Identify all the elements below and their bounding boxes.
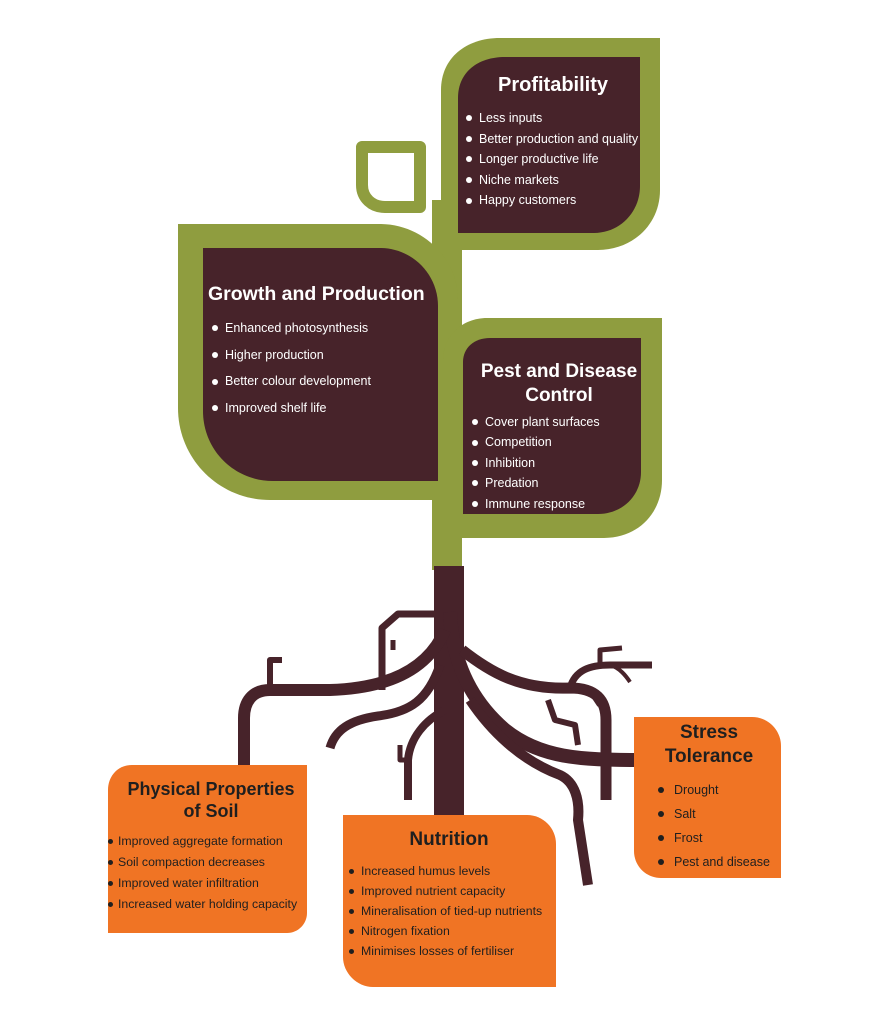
pest-list: Cover plant surfaces Competition Inhibit… bbox=[470, 412, 648, 514]
stress-list: Drought Salt Frost Pest and disease bbox=[636, 778, 782, 874]
list-item: Nitrogen fixation bbox=[349, 922, 554, 942]
growth-list: Enhanced photosynthesis Higher productio… bbox=[200, 315, 432, 422]
stress-box bbox=[634, 717, 781, 878]
list-item: Better colour development bbox=[212, 368, 432, 395]
list-item: Less inputs bbox=[466, 108, 644, 129]
soil-title: Physical Properties of Soil bbox=[108, 778, 314, 822]
list-item: Improved shelf life bbox=[212, 395, 432, 422]
growth-title: Growth and Production bbox=[208, 283, 425, 305]
soil-title-line1: Physical Properties bbox=[127, 779, 295, 799]
list-item: Niche markets bbox=[466, 170, 644, 191]
list-item: Enhanced photosynthesis bbox=[212, 315, 432, 342]
pest-title-line2: Control bbox=[525, 385, 593, 406]
nutrition-panel: Nutrition Increased humus levels Improve… bbox=[344, 827, 554, 962]
stress-panel: Stress Tolerance Drought Salt Frost Pest… bbox=[636, 721, 782, 874]
pest-panel: Pest and Disease Control Cover plant sur… bbox=[470, 360, 648, 514]
list-item: Longer productive life bbox=[466, 149, 644, 170]
nutrition-title: Nutrition bbox=[409, 829, 489, 850]
pest-title: Pest and Disease Control bbox=[470, 360, 648, 408]
list-item: Improved water infiltration bbox=[108, 873, 314, 894]
list-item: Increased water holding capacity bbox=[108, 894, 314, 915]
profitability-title: Profitability bbox=[497, 74, 608, 96]
list-item: Pest and disease bbox=[658, 850, 782, 874]
profitability-panel: Profitability Less inputs Better product… bbox=[462, 72, 644, 211]
soil-box bbox=[108, 765, 307, 933]
list-item: Competition bbox=[472, 432, 648, 452]
list-item: Inhibition bbox=[472, 453, 648, 473]
growth-leaf bbox=[178, 224, 458, 500]
profitability-list: Less inputs Better production and qualit… bbox=[462, 108, 644, 211]
list-item: Soil compaction decreases bbox=[108, 852, 314, 873]
list-item: Frost bbox=[658, 826, 782, 850]
soil-title-line2: of Soil bbox=[183, 801, 239, 821]
list-item: Cover plant surfaces bbox=[472, 412, 648, 432]
stress-title-line1: Stress bbox=[679, 722, 739, 743]
list-item: Improved nutrient capacity bbox=[349, 882, 554, 902]
roots bbox=[238, 566, 652, 886]
pest-title-line1: Pest and Disease bbox=[480, 361, 638, 382]
list-item: Higher production bbox=[212, 342, 432, 369]
growth-panel: Growth and Production Enhanced photosynt… bbox=[200, 281, 432, 422]
list-item: Salt bbox=[658, 802, 782, 826]
list-item: Improved aggregate formation bbox=[108, 831, 314, 852]
list-item: Mineralisation of tied-up nutrients bbox=[349, 902, 554, 922]
small-leaf bbox=[356, 141, 426, 213]
soil-panel: Physical Properties of Soil Improved agg… bbox=[108, 778, 314, 915]
list-item: Immune response bbox=[472, 494, 648, 514]
nutrition-box bbox=[343, 815, 556, 987]
nutrition-list: Increased humus levels Improved nutrient… bbox=[344, 862, 554, 962]
list-item: Better production and quality bbox=[466, 129, 644, 150]
stress-title: Stress Tolerance bbox=[636, 721, 782, 769]
list-item: Drought bbox=[658, 778, 782, 802]
list-item: Happy customers bbox=[466, 190, 644, 211]
list-item: Increased humus levels bbox=[349, 862, 554, 882]
list-item: Minimises losses of fertiliser bbox=[349, 942, 554, 962]
profitability-leaf bbox=[441, 38, 660, 250]
stress-title-line2: Tolerance bbox=[664, 746, 754, 767]
pest-leaf bbox=[443, 318, 662, 538]
soil-list: Improved aggregate formation Soil compac… bbox=[108, 831, 314, 915]
list-item: Predation bbox=[472, 473, 648, 493]
